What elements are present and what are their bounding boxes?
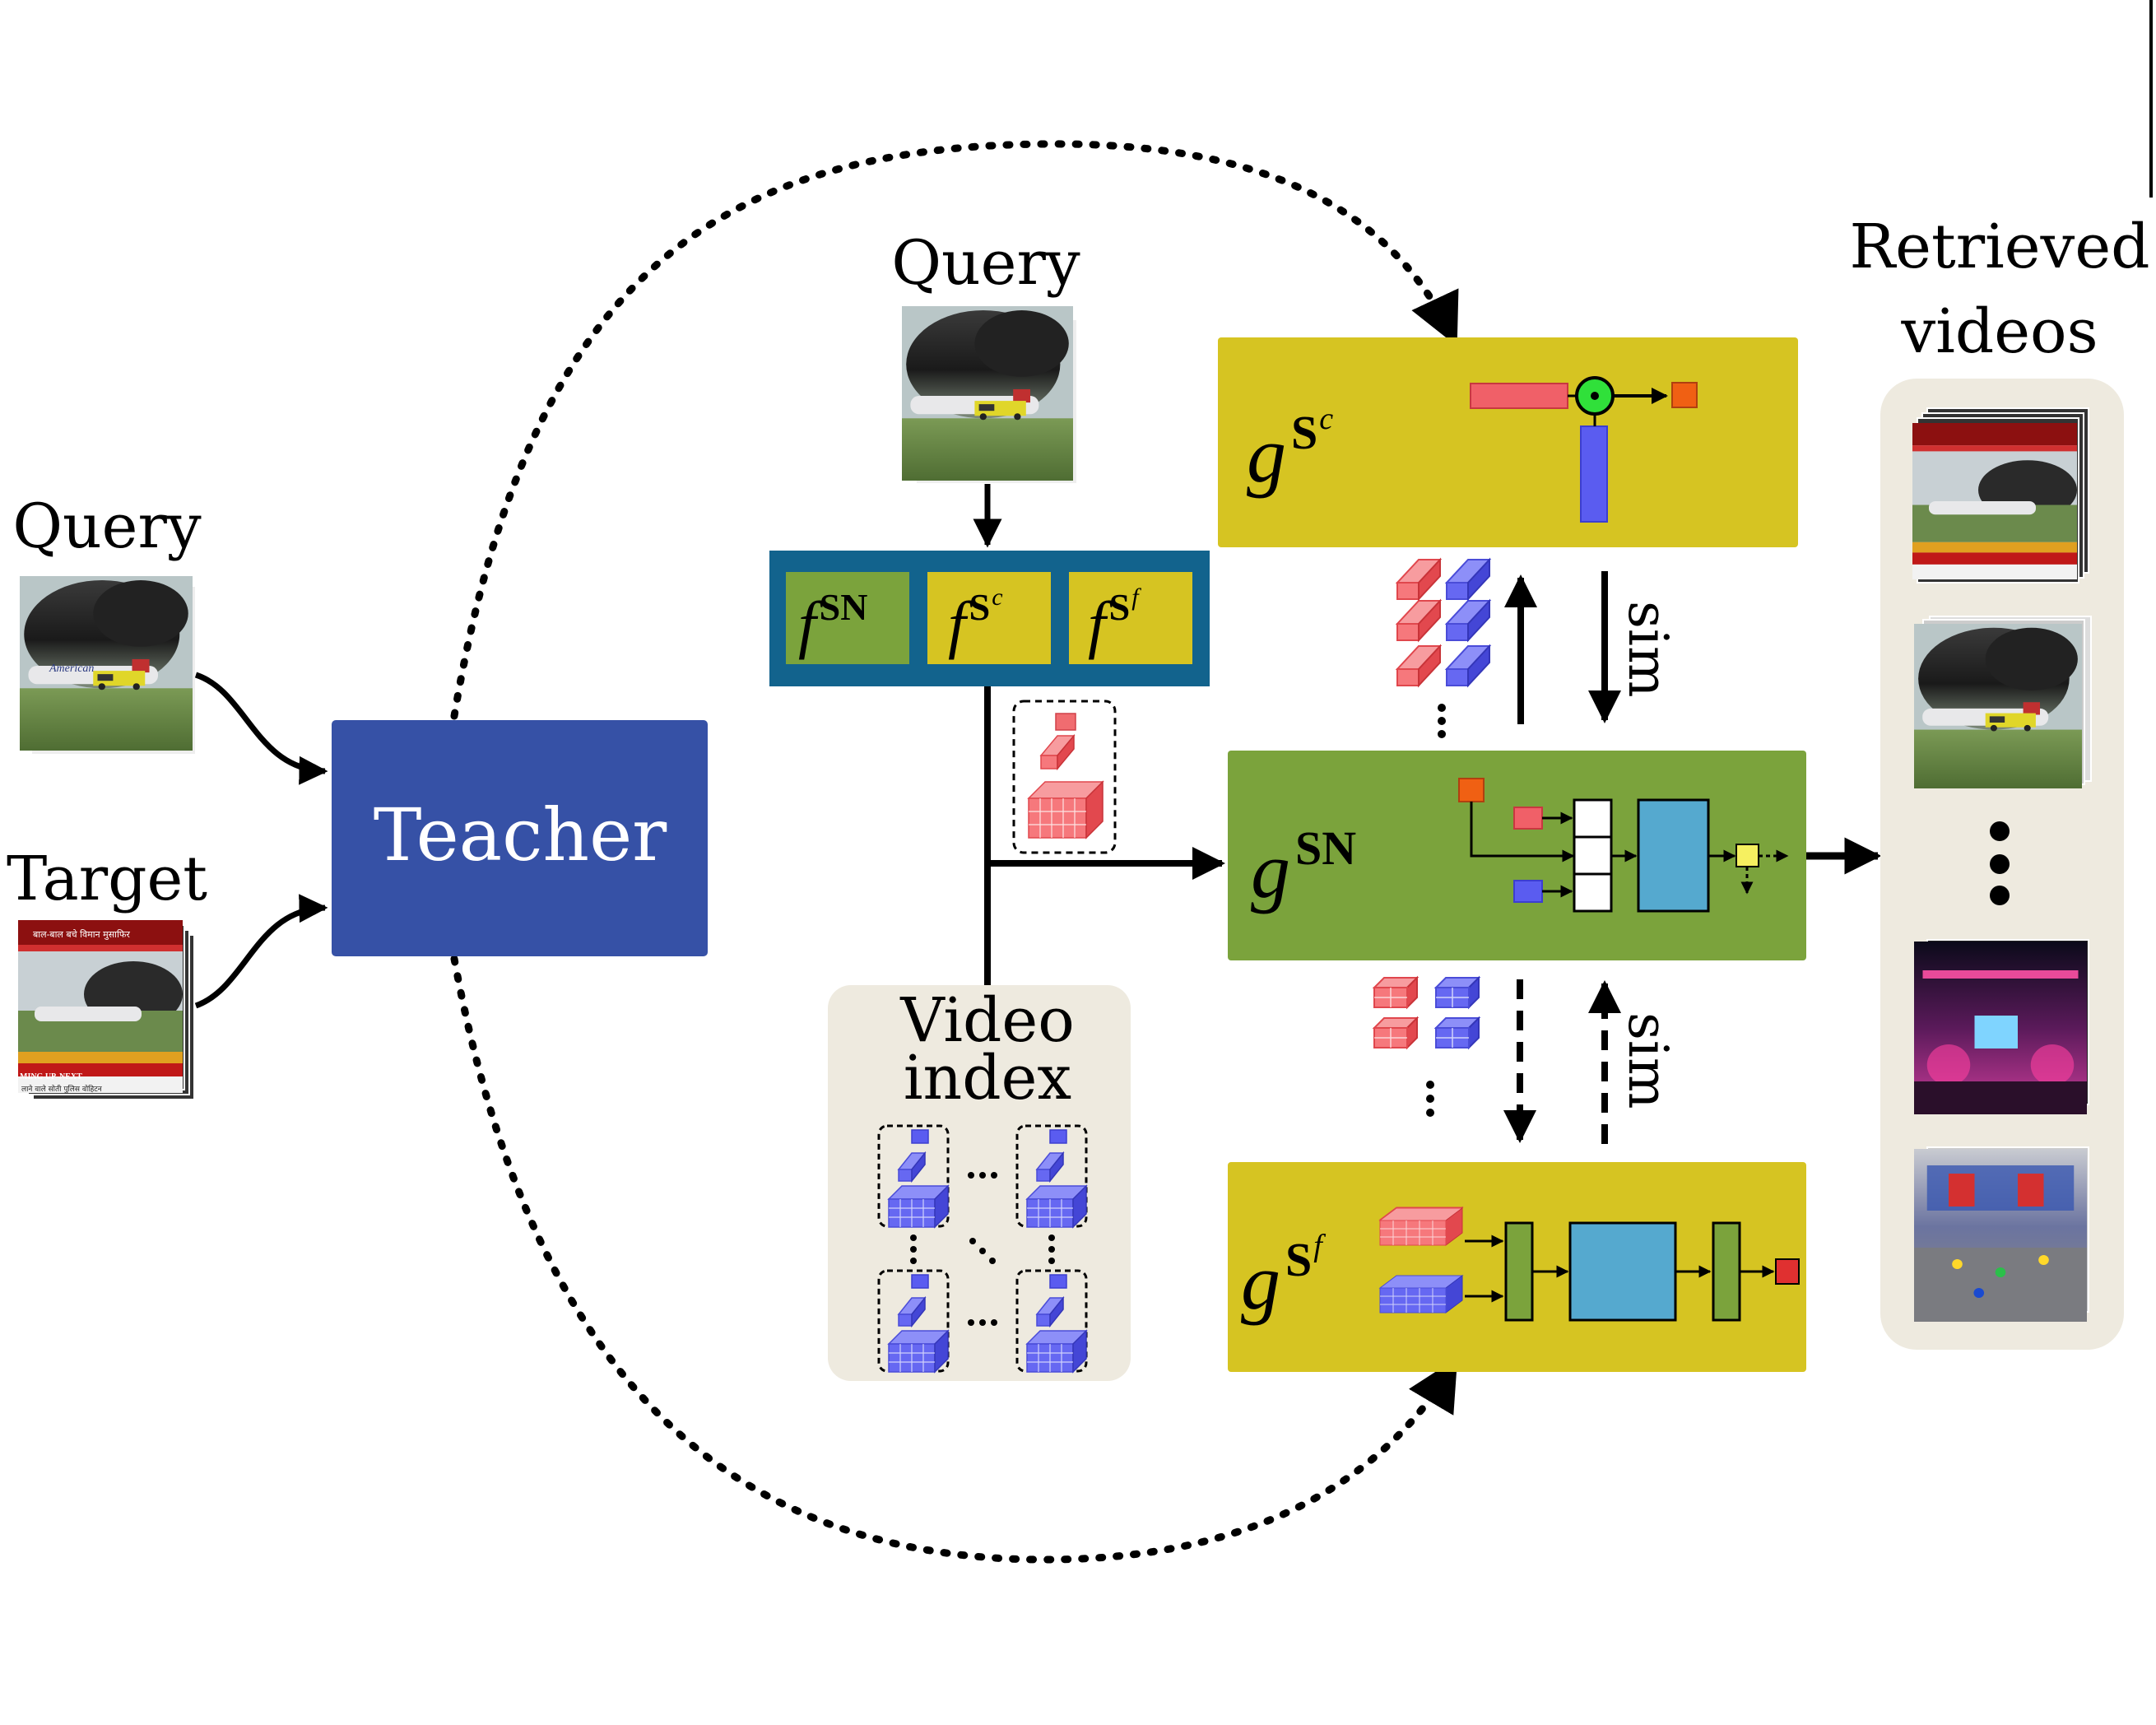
video-index-label-1: Video xyxy=(899,985,1075,1056)
fSf-module xyxy=(1069,572,1192,664)
query-left-thumbnail: American xyxy=(20,576,197,756)
target-left-label: Target xyxy=(7,844,207,914)
query-features-icon xyxy=(1027,713,1104,839)
retrieved-videos-label-1: Retrieved xyxy=(1849,212,2149,282)
distillation-arc xyxy=(450,140,1459,720)
retrieved-video-4 xyxy=(1914,1146,2089,1322)
svg-text:American: American xyxy=(49,663,94,675)
distillation-arc-lower xyxy=(450,955,1459,1564)
query-center-thumbnail xyxy=(902,306,1078,485)
gSc-internals xyxy=(1470,376,1698,523)
sim-label-bottom: sim xyxy=(1616,1012,1680,1109)
svg-text:MING UP: MING UP xyxy=(20,1072,56,1081)
query-left-label: Query xyxy=(12,491,201,562)
retrieved-video-2 xyxy=(1914,616,2092,788)
teacher-box xyxy=(332,720,708,956)
retrieved-video-1 xyxy=(1912,407,2089,584)
coarse-features-upper xyxy=(1396,559,1490,738)
fSc-module xyxy=(927,572,1051,664)
svg-text:NEXT: NEXT xyxy=(59,1072,82,1081)
svg-text:बाल-बाल बचे विमान मुसाफिर: बाल-बाल बचे विमान मुसाफिर xyxy=(33,929,130,940)
retrieved-videos-label-2: videos xyxy=(1900,296,2098,367)
gSN-internals xyxy=(1458,778,1789,913)
target-left-thumbnail: बाल-बाल बचे विमान मुसाफिर MING UP NEXT ल… xyxy=(18,920,195,1100)
fine-features-lower xyxy=(1373,977,1480,1117)
retrieved-video-3 xyxy=(1914,939,2089,1114)
video-index-grid xyxy=(877,1124,1088,1373)
svg-text:लाने वाले सोती पुलिस वोहिटन: लाने वाले सोती पुलिस वोहिटन xyxy=(21,1084,103,1094)
retrieved-ellipsis xyxy=(1990,821,2010,905)
query-features-box xyxy=(1012,700,1117,854)
gSf-internals xyxy=(1379,1207,1800,1322)
teacher-label: Teacher xyxy=(374,793,667,877)
video-index-label-2: index xyxy=(904,1043,1071,1114)
sim-label-top: sim xyxy=(1616,601,1680,698)
fSN-module xyxy=(786,572,909,664)
query-center-label: Query xyxy=(891,228,1080,299)
